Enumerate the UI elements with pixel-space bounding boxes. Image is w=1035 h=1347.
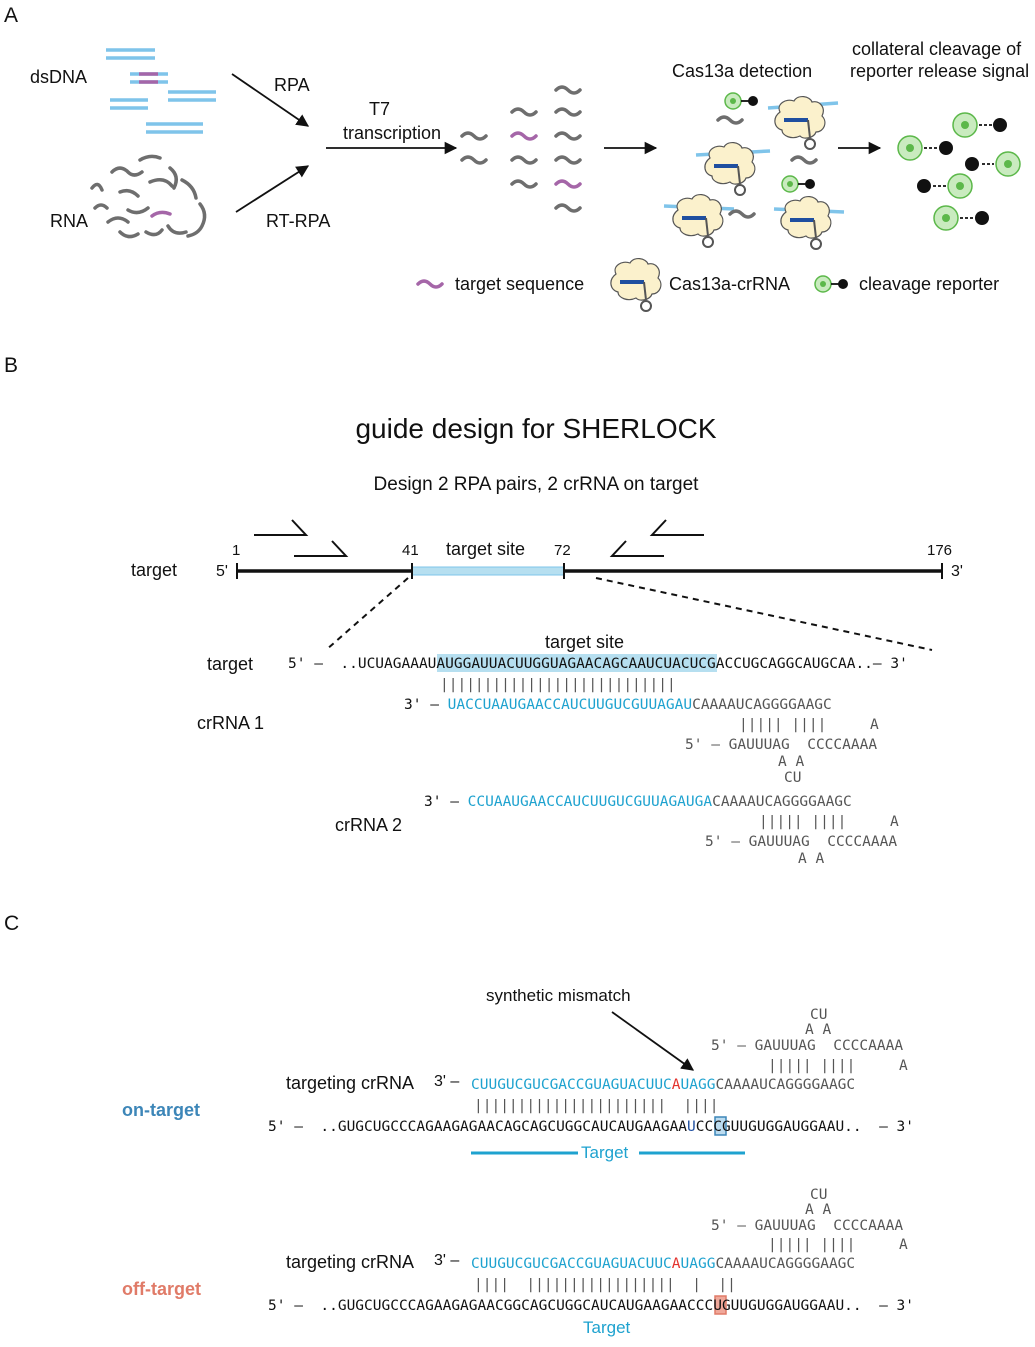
panel-c: synthetic mismatch CU A A 5' – GAUUUAG C… <box>122 986 914 1337</box>
crrna1-cu: CU <box>784 770 801 786</box>
off-loop: 5' – GAUUUAG CCCCAAAA <box>711 1218 903 1234</box>
legend-cas13a-crrna: Cas13a-crRNA <box>669 274 790 294</box>
dsdna-fragments <box>106 48 216 134</box>
rna-target-segment <box>150 210 172 218</box>
track-3prime: 3' <box>951 563 963 580</box>
on-crrna-sequence: CUUGUCGUCGACCGUAGUACUUCAUAGGCAAAAUCAGGGG… <box>471 1077 855 1093</box>
rpa-arrow <box>231 73 310 127</box>
pos-1: 1 <box>232 542 240 559</box>
seq-target-label: target <box>207 654 253 674</box>
crrna1-sequence: 3' – UACCUAAUGAACCAUCUUGUCGUUAGAUCAAAAUC… <box>404 697 832 713</box>
on-stem-pairs: ||||| |||| A <box>768 1058 908 1074</box>
off-stem-pairs: ||||| |||| A <box>768 1237 908 1253</box>
off-aa: A A <box>805 1202 831 1218</box>
synthetic-mismatch-label: synthetic mismatch <box>486 986 631 1005</box>
off-cu: CU <box>810 1187 827 1203</box>
track-5prime: 5' <box>216 563 228 580</box>
crrna1-loop: 5' – GAUUUAG CCCCAAAA <box>685 737 877 753</box>
panel-b-subtitle: Design 2 RPA pairs, 2 crRNA on target <box>374 474 700 495</box>
on-base-pairs: |||||||||||||||||||||| |||| <box>474 1098 718 1114</box>
target-base-pairs: ||||||||||||||||||||||||||| <box>440 677 676 693</box>
collateral-label-1: collateral cleavage of <box>852 39 1022 59</box>
panel-a-letter: A <box>4 4 18 27</box>
crrna1-aa: A A <box>778 754 804 770</box>
dsdna-target-segment <box>139 72 158 84</box>
off-target-block: CU A A 5' – GAUUUAG CCCCAAAA ||||| |||| … <box>122 1187 914 1337</box>
detection-scene <box>663 92 845 251</box>
legend-target-sequence: target sequence <box>455 274 584 294</box>
crrna2-aa: A A <box>798 851 824 867</box>
on-target-base-box <box>714 1116 727 1136</box>
rna-squiggles <box>90 154 207 239</box>
panel-a: dsDNA RNA <box>30 39 1029 313</box>
collateral-label-2: reporter release signal <box>850 61 1029 81</box>
on-target-word: Target <box>581 1143 629 1162</box>
panel-a-legend: target sequence Cas13a-crRNA cleavage re… <box>416 256 999 313</box>
on-target-label: on-target <box>122 1100 200 1120</box>
released-signal <box>897 112 1021 231</box>
cas13a-detection-label: Cas13a detection <box>672 61 812 81</box>
rtrpa-label: RT-RPA <box>266 211 330 231</box>
off-base-pairs: |||| ||||||||||||||||| | || <box>474 1277 736 1293</box>
off-target-sequence: 5' – ..GUGCUGCCCAGAAGAGAACGGCAGCUGGCAUCA… <box>268 1298 914 1314</box>
pos-41: 41 <box>402 542 419 559</box>
target-track <box>236 563 943 651</box>
target-site-zoom-label: target site <box>545 632 624 652</box>
panel-c-letter: C <box>4 912 19 935</box>
on-target-block: CU A A 5' – GAUUUAG CCCCAAAA ||||| |||| … <box>122 1007 914 1162</box>
transcribed-rna-pool <box>460 85 582 213</box>
target-site-highlight <box>437 654 717 672</box>
target-site-label: target site <box>446 539 525 559</box>
rtrpa-arrow <box>235 165 310 213</box>
off-target-label: off-target <box>122 1279 201 1299</box>
legend-cleavage-reporter: cleavage reporter <box>859 274 999 294</box>
on-loop: 5' – GAUUUAG CCCCAAAA <box>711 1038 903 1054</box>
on-target-sequence: 5' – ..GUGCUGCCCAGAAGAGAACAGCAGCUGGCAUCA… <box>268 1119 914 1135</box>
forward-primers <box>254 519 349 557</box>
crrna2-stem-pairs: ||||| |||| A <box>759 814 899 830</box>
mismatch-arrow <box>611 1011 695 1071</box>
rna-label: RNA <box>50 211 88 231</box>
pos-176: 176 <box>927 542 952 559</box>
crrna2-sequence: 3' – CCUAAUGAACCAUCUUGUCGUUAGAUGACAAAAUC… <box>424 794 852 810</box>
off-crrna-sequence: CUUGUCGUCGACCGUAGUACUUCAUAGGCAAAAUCAGGGG… <box>471 1256 855 1272</box>
reverse-primers <box>609 519 704 557</box>
crrna1-stem-pairs: ||||| |||| A <box>739 717 879 733</box>
panel-b-title: guide design for SHERLOCK <box>355 413 716 444</box>
dsdna-label: dsDNA <box>30 67 87 87</box>
t7-label-1: T7 <box>369 99 390 119</box>
panel-b: guide design for SHERLOCK Design 2 RPA p… <box>131 413 963 867</box>
crrna1-label: crRNA 1 <box>197 713 264 733</box>
rpa-label: RPA <box>274 75 310 95</box>
on-aa: A A <box>805 1022 831 1038</box>
panel-b-letter: B <box>4 354 18 377</box>
on-cu: CU <box>810 1007 827 1023</box>
pos-72: 72 <box>554 542 571 559</box>
off-crrna-3prime: 3' – <box>434 1252 459 1269</box>
off-target-base-box <box>714 1295 727 1315</box>
on-targeting-crrna-label: targeting crRNA <box>286 1073 414 1093</box>
crrna2-label: crRNA 2 <box>335 815 402 835</box>
target-sequence: 5' – ..UCUAGAAAUAUGGAUUACUUGGUAGAACAGCAA… <box>288 656 908 672</box>
on-crrna-3prime: 3' – <box>434 1073 459 1090</box>
off-targeting-crrna-label: targeting crRNA <box>286 1252 414 1272</box>
off-target-word: Target <box>583 1318 631 1337</box>
crrna2-loop: 5' – GAUUUAG CCCCAAAA <box>705 834 897 850</box>
target-track-label: target <box>131 560 177 580</box>
t7-label-2: transcription <box>343 123 441 143</box>
